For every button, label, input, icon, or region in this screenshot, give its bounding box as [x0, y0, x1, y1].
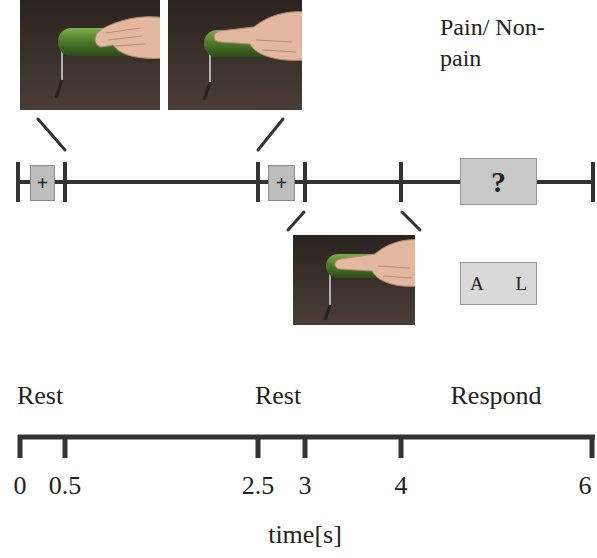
node-text: A	[470, 273, 484, 295]
finger-lines	[106, 28, 146, 46]
tick-label: 6	[579, 471, 592, 501]
tick-label: 4	[395, 471, 408, 501]
timeline-tick	[16, 162, 20, 202]
needle-shadow	[56, 80, 62, 98]
response-keys-box: AL	[460, 262, 537, 305]
leader-lines	[38, 119, 420, 230]
phase-label: Rest	[17, 381, 63, 411]
tick-label: 0	[14, 471, 27, 501]
time-axis-tick	[256, 435, 261, 458]
timeline-tick	[303, 162, 307, 202]
tick-label: 2.5	[242, 471, 275, 501]
phase-label: Rest	[255, 381, 301, 411]
time-axis-tick	[590, 435, 595, 458]
tick-label: 3	[299, 471, 312, 501]
node-text: L	[515, 273, 527, 295]
node-text: +	[276, 172, 287, 195]
tick-label: 0.5	[49, 471, 82, 501]
time-axis-tick	[63, 435, 68, 458]
axis-title: time[s]	[268, 520, 342, 550]
photo-hand-touch	[293, 235, 415, 325]
timeline-tick	[256, 162, 260, 202]
finger-lines	[378, 266, 412, 278]
timeline-tick	[399, 162, 403, 202]
time-axis-tick	[303, 435, 308, 458]
leader-line	[258, 119, 283, 150]
leader-line	[402, 212, 420, 230]
needle	[329, 272, 331, 305]
needle-shadow	[325, 305, 330, 320]
finger-lines	[256, 40, 296, 52]
time-axis	[18, 435, 595, 458]
hand	[214, 12, 302, 61]
photo-hand-rest	[20, 0, 160, 110]
phase-label: Respond	[451, 381, 542, 411]
leader-line	[288, 212, 304, 230]
timeline-tick	[591, 162, 595, 202]
photo-hand-approach	[168, 0, 302, 110]
question-box: ?	[460, 158, 537, 205]
time-axis-tick	[399, 435, 404, 458]
timeline-tick	[63, 162, 67, 202]
fixation-box: +	[30, 165, 55, 201]
node-text: +	[37, 172, 48, 195]
hand	[95, 17, 160, 59]
hand	[335, 240, 415, 287]
fixation-box: +	[268, 165, 295, 201]
question-label: Pain/ Non-pain	[440, 12, 552, 74]
node-text: ?	[491, 165, 506, 199]
leader-line	[38, 119, 65, 150]
needle-shadow	[204, 82, 210, 100]
time-axis-tick	[18, 435, 23, 458]
